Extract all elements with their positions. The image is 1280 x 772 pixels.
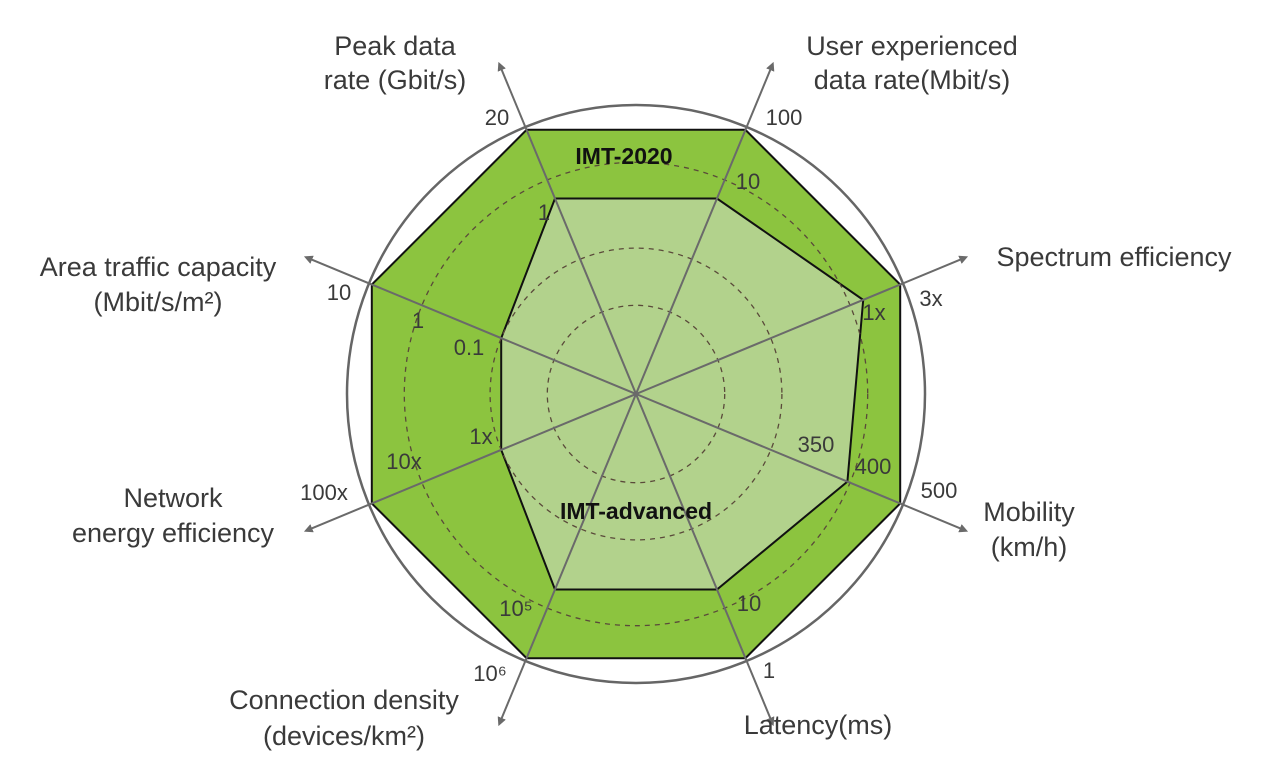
axis-title-mobility-line2: (km/h) xyxy=(991,532,1068,562)
tick-peak-1: 1 xyxy=(538,200,550,225)
tick-energy-100x: 100x xyxy=(300,480,348,505)
axis-title-connection-line2: (devices/km²) xyxy=(263,721,425,751)
tick-energy-10x: 10x xyxy=(386,449,421,474)
axis-title-area-line2: (Mbit/s/m²) xyxy=(94,287,223,317)
axes xyxy=(303,61,969,727)
axis-title-user-line1: User experienced xyxy=(806,31,1018,61)
series-label-imt-advanced: IMT-advanced xyxy=(560,498,712,524)
axis-title-connection-line1: Connection density xyxy=(229,685,459,715)
axis-title-peak-line2: rate (Gbit/s) xyxy=(324,65,467,95)
tick-mobility-400: 400 xyxy=(855,454,892,479)
tick-connection-1e6: 10⁶ xyxy=(473,661,507,686)
tick-spectrum-1x: 1x xyxy=(862,300,885,325)
series-label-imt-2020: IMT-2020 xyxy=(575,143,672,169)
tick-area-1: 1 xyxy=(412,308,424,333)
tick-mobility-500: 500 xyxy=(921,478,958,503)
tick-connection-1e5: 10⁵ xyxy=(499,596,533,621)
axis-title-energy-line1: Network xyxy=(123,483,223,513)
tick-user-10: 10 xyxy=(736,169,760,194)
tick-latency-10: 10 xyxy=(737,591,761,616)
axis-titles: Peak data rate (Gbit/s) User experienced… xyxy=(40,31,1232,751)
tick-mobility-350: 350 xyxy=(798,432,835,457)
axis-title-energy-line2: energy efficiency xyxy=(72,518,275,548)
tick-user-100: 100 xyxy=(766,105,803,130)
axis-title-spectrum: Spectrum efficiency xyxy=(996,242,1232,272)
axis-title-latency: Latency(ms) xyxy=(744,710,893,740)
tick-area-0.1: 0.1 xyxy=(454,335,485,360)
tick-labels: 20 1 100 10 1x 3x 350 400 500 10 1 10⁵ 1… xyxy=(300,105,957,686)
tick-peak-20: 20 xyxy=(485,105,509,130)
axis-title-user-line2: data rate(Mbit/s) xyxy=(814,65,1011,95)
tick-area-10: 10 xyxy=(327,280,351,305)
tick-latency-1: 1 xyxy=(763,658,775,683)
axis-title-mobility-line1: Mobility xyxy=(983,497,1075,527)
axis-title-peak-line1: Peak data xyxy=(334,31,457,61)
axis-title-area-line1: Area traffic capacity xyxy=(40,252,277,282)
tick-spectrum-3x: 3x xyxy=(919,286,942,311)
tick-energy-1x: 1x xyxy=(469,424,492,449)
axis-line-mobility-area xyxy=(303,255,969,533)
